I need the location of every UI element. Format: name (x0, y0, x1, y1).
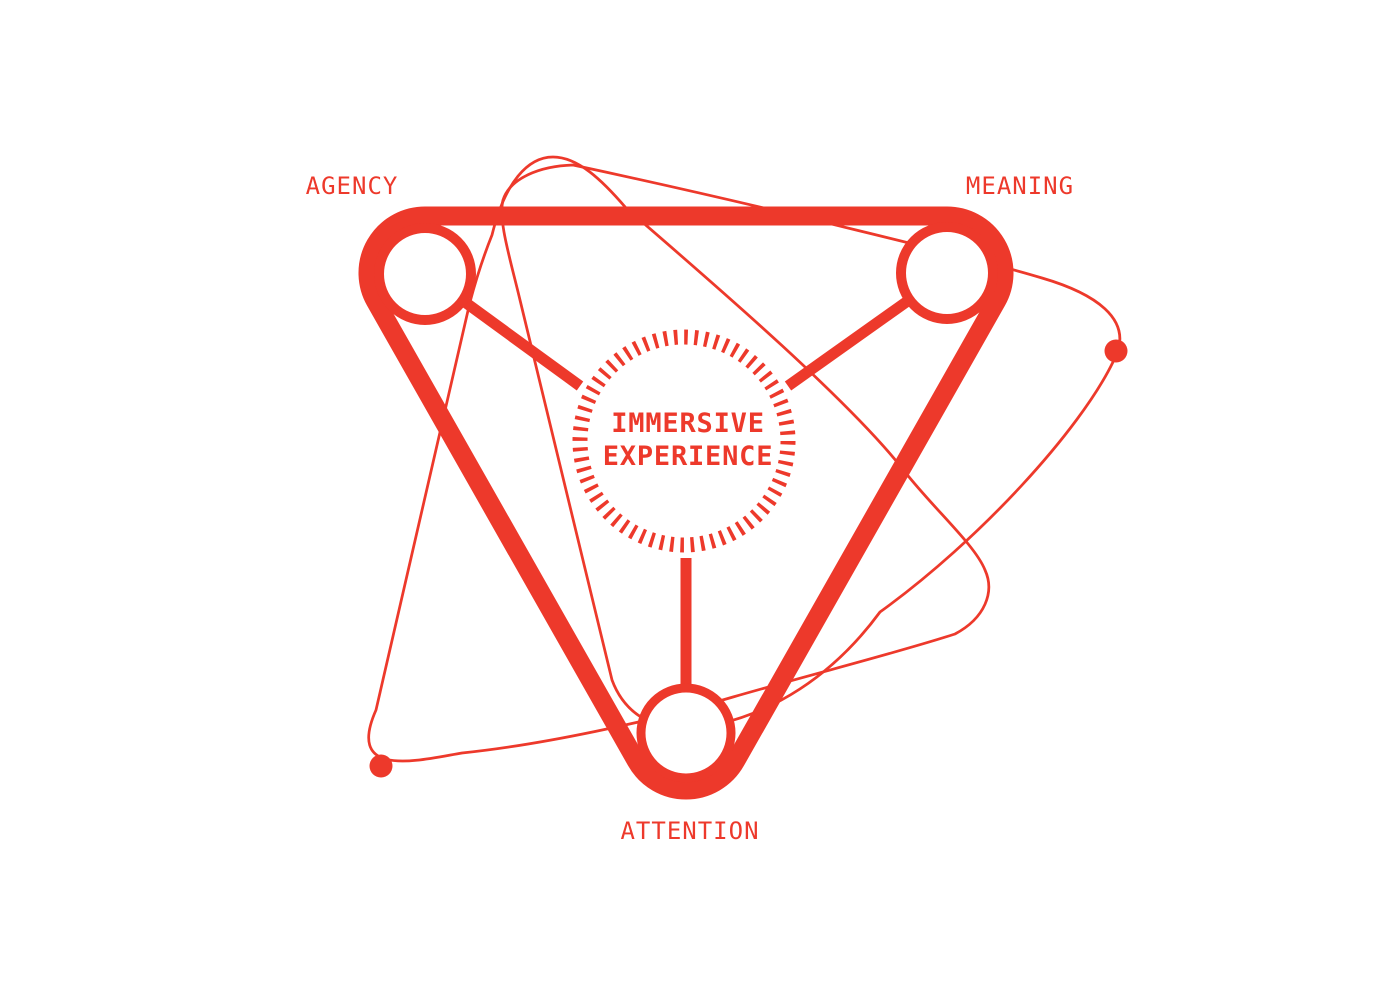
center-label-line2: EXPERIENCE (603, 441, 774, 472)
vertex-label-attention: ATTENTION (620, 817, 759, 845)
vertex-labels: AGENCY MEANING ATTENTION (306, 172, 1074, 845)
vertex-label-agency: AGENCY (306, 172, 399, 200)
vertex-label-meaning: MEANING (966, 172, 1074, 200)
vertex-circles (374, 222, 998, 783)
orbit-path-left-loop (367, 155, 990, 763)
center-label: IMMERSIVE EXPERIENCE (603, 408, 774, 472)
center-label-line1: IMMERSIVE (611, 408, 765, 439)
vertex-circle-agency (374, 223, 476, 325)
vertex-circle-attention (636, 683, 736, 783)
orbit-dot-left (369, 754, 393, 778)
vertex-circle-meaning (896, 222, 998, 324)
dashed-circle (572, 329, 796, 553)
orbit-dot-right (1104, 339, 1128, 363)
triangle-outline (358, 206, 1014, 800)
